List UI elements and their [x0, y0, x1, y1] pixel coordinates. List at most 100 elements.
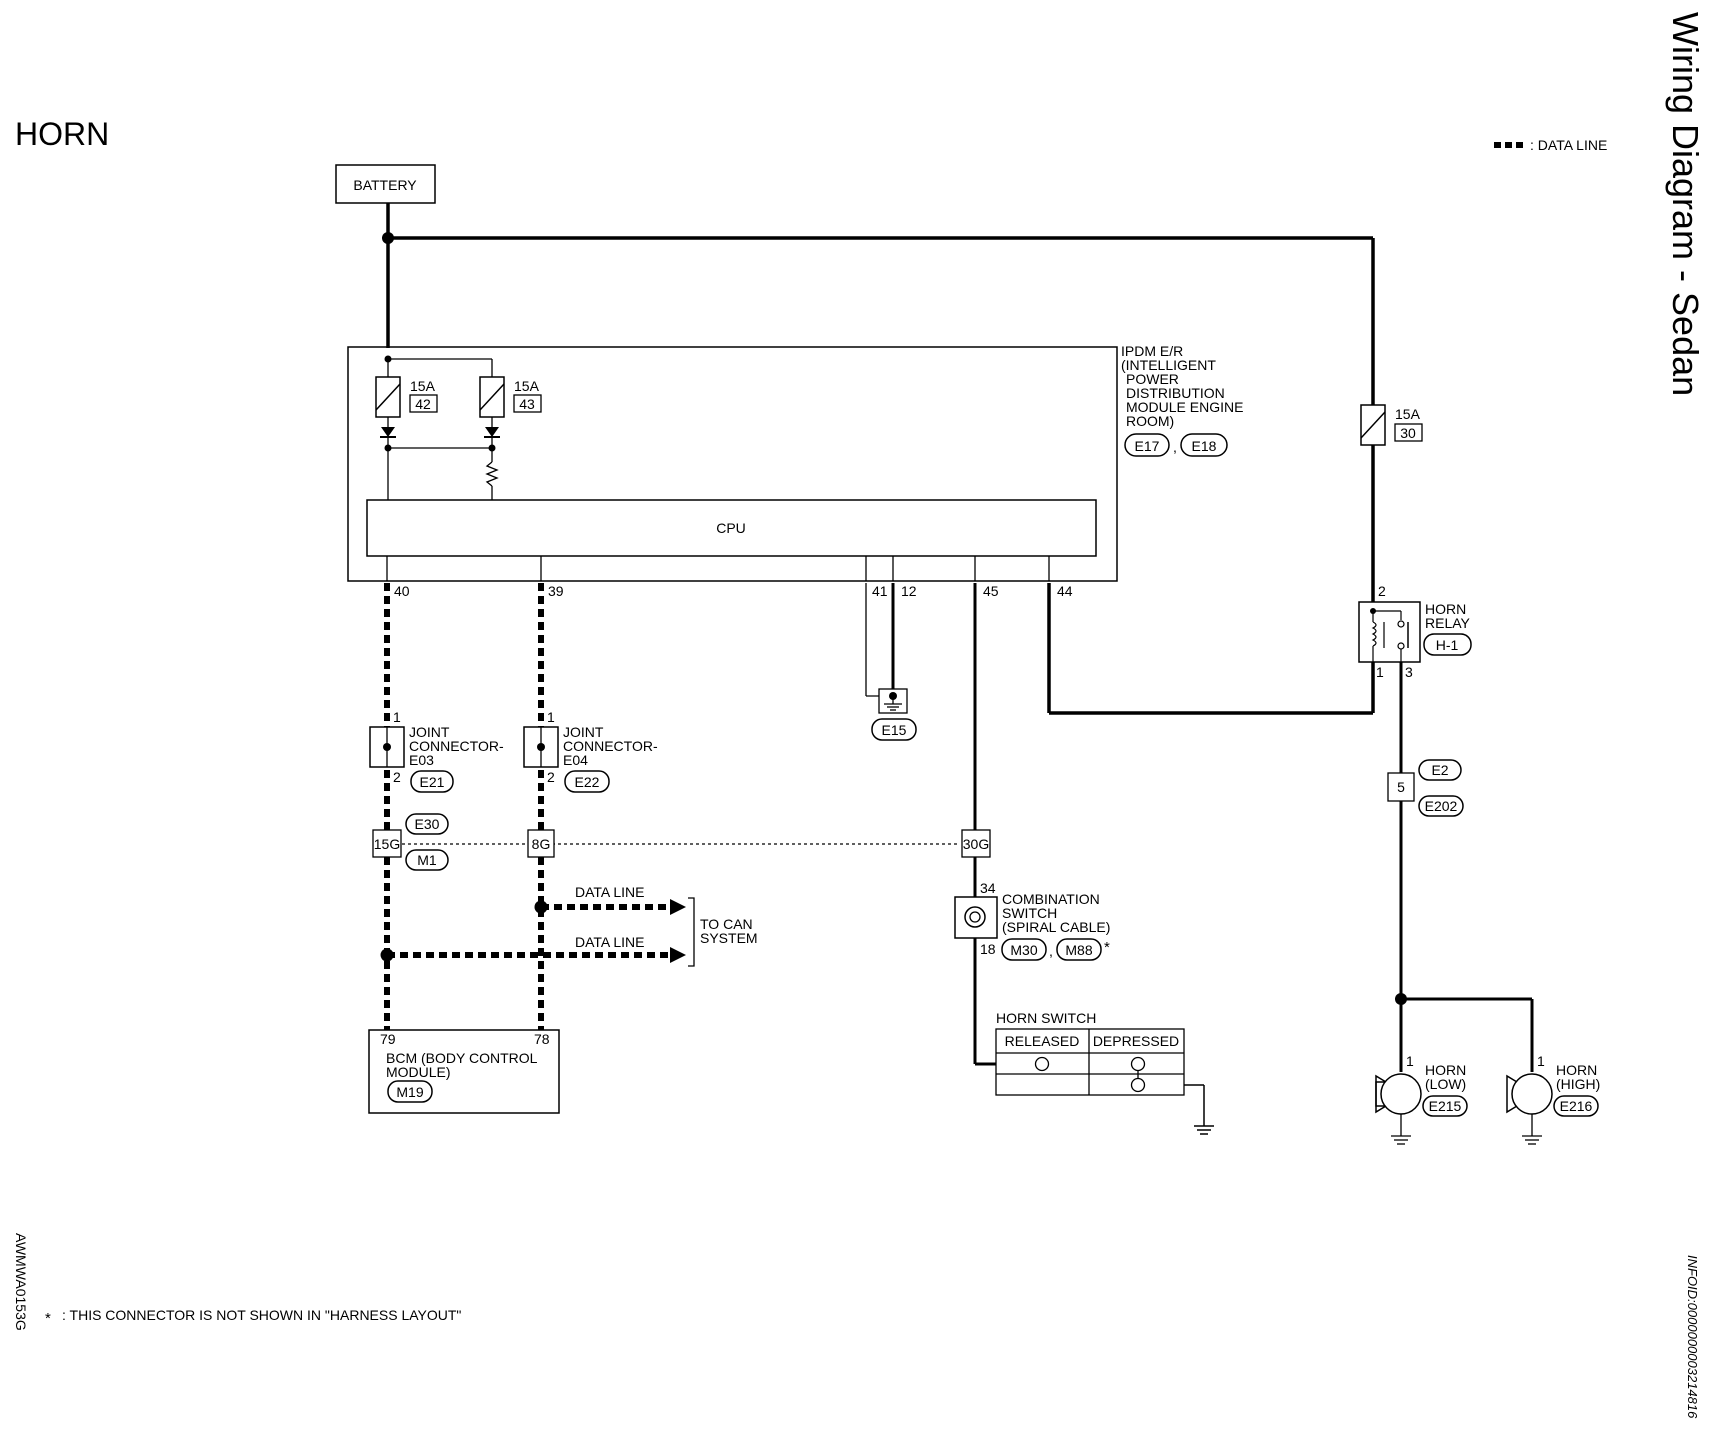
svg-text:5: 5 — [1397, 779, 1405, 795]
ipdm-connectors: E17 , E18 — [1124, 433, 1228, 457]
joint-connector-e04: 1 2 JOINT CONNECTOR- E04 E22 — [523, 709, 658, 793]
svg-text:30G: 30G — [963, 836, 989, 852]
ipdm-node — [384, 355, 392, 363]
joint-connector-e03: 1 2 JOINT CONNECTOR- E03 E21 — [369, 709, 504, 793]
ipdm-box — [347, 346, 1118, 582]
diode-43 — [484, 427, 500, 438]
svg-text:,: , — [1049, 943, 1053, 959]
svg-text:CONNECTOR-: CONNECTOR- — [563, 738, 658, 754]
svg-text:E03: E03 — [409, 752, 434, 768]
fuse-42: 15A 42 — [375, 376, 438, 418]
svg-text:45: 45 — [983, 583, 999, 599]
cpu-label: CPU — [716, 520, 746, 536]
svg-text:1: 1 — [1537, 1053, 1545, 1069]
svg-text:BCM (BODY CONTROL: BCM (BODY CONTROL — [386, 1050, 538, 1066]
svg-text:2: 2 — [547, 769, 555, 785]
cpu-box — [366, 499, 1097, 557]
spiral-cable-icon — [964, 906, 986, 928]
svg-text:DISTRIBUTION: DISTRIBUTION — [1126, 385, 1225, 401]
data-junction — [534, 900, 548, 914]
svg-text:M19: M19 — [396, 1084, 423, 1100]
svg-text:E22: E22 — [575, 774, 600, 790]
svg-text:41: 41 — [872, 583, 888, 599]
svg-text:12: 12 — [901, 583, 917, 599]
svg-text:*: * — [1104, 939, 1110, 956]
battery-junction — [382, 232, 394, 244]
horn-high: 1 HORN (HIGH) E216 — [1506, 1053, 1600, 1145]
can-system-label: TO CAN SYSTEM — [700, 916, 758, 946]
svg-text:79: 79 — [380, 1031, 396, 1047]
data-line-legend: : DATA LINE — [1494, 137, 1607, 153]
svg-text:TO CAN: TO CAN — [700, 916, 753, 932]
svg-text:15A: 15A — [1395, 406, 1421, 422]
fuse-30: 15A 30 — [1360, 404, 1423, 446]
svg-text:JOINT: JOINT — [409, 724, 450, 740]
relay-coil-wire — [1047, 583, 1375, 715]
svg-text:HORN: HORN — [1425, 601, 1466, 617]
svg-text:COMBINATION: COMBINATION — [1002, 891, 1100, 907]
svg-text:E2: E2 — [1431, 762, 1448, 778]
svg-text:M30: M30 — [1010, 942, 1037, 958]
horn-switch-ground — [1184, 1084, 1214, 1135]
horn-low: 1 HORN (LOW) E215 — [1375, 1053, 1468, 1145]
svg-text:E21: E21 — [420, 774, 445, 790]
data-line-label: DATA LINE — [575, 884, 645, 900]
ipdm-label: IPDM E/R (INTELLIGENT POWER DISTRIBUTION… — [1121, 343, 1243, 429]
svg-text:HORN: HORN — [1556, 1062, 1597, 1078]
combination-switch: 34 18 COMBINATION SWITCH (SPIRAL CABLE) … — [954, 880, 1110, 961]
horn-junction — [1395, 993, 1407, 1005]
svg-text:E30: E30 — [415, 816, 440, 832]
svg-text:1: 1 — [547, 709, 555, 725]
data-junction — [380, 948, 394, 962]
svg-text:15A: 15A — [410, 378, 436, 394]
side-title: Wiring Diagram - Sedan — [1665, 12, 1706, 396]
svg-text:: DATA LINE: : DATA LINE — [1530, 137, 1607, 153]
footnote-star: * — [45, 1310, 51, 1327]
svg-text:40: 40 — [394, 583, 410, 599]
svg-text:42: 42 — [415, 396, 431, 412]
info-id: INFOID:0000000003214816 — [1685, 1255, 1700, 1419]
svg-text:(INTELLIGENT: (INTELLIGENT — [1121, 357, 1216, 373]
svg-text:M88: M88 — [1065, 942, 1092, 958]
svg-text:18: 18 — [980, 941, 996, 957]
svg-text:1: 1 — [1406, 1053, 1414, 1069]
svg-text:JOINT: JOINT — [563, 724, 604, 740]
horn-relay: 2 1 3 HORN RELAY H-1 — [1358, 583, 1472, 680]
svg-text:43: 43 — [519, 396, 535, 412]
svg-text:1: 1 — [393, 709, 401, 725]
svg-text:(SPIRAL CABLE): (SPIRAL CABLE) — [1002, 919, 1110, 935]
horn-switch-wire — [973, 583, 996, 1066]
svg-text:78: 78 — [534, 1031, 550, 1047]
power-wires — [386, 203, 1375, 602]
svg-text:POWER: POWER — [1126, 371, 1179, 387]
svg-text:8G: 8G — [532, 836, 551, 852]
svg-text:HORN SWITCH: HORN SWITCH — [996, 1010, 1096, 1026]
battery-box — [335, 164, 436, 204]
svg-text:,: , — [1173, 439, 1177, 455]
horn-feed-wire — [1399, 662, 1534, 1072]
can-data-lines — [384, 583, 672, 1030]
data-line-label: DATA LINE — [575, 934, 645, 950]
svg-text:RELEASED: RELEASED — [1005, 1033, 1080, 1049]
page-title: HORN — [15, 116, 109, 152]
ipdm-node — [384, 444, 392, 452]
svg-text:E202: E202 — [1425, 798, 1458, 814]
arrow-right-icon — [670, 899, 686, 915]
svg-text:(LOW): (LOW) — [1425, 1076, 1466, 1092]
svg-text:H-1: H-1 — [1436, 637, 1459, 653]
horn-switch: HORN SWITCH RELEASED DEPRESSED — [995, 1010, 1185, 1096]
svg-text:E18: E18 — [1192, 438, 1217, 454]
figure-id: AWMWA0153G — [13, 1233, 29, 1331]
ipdm-pin-numbers: 40 39 41 12 45 44 — [394, 583, 1073, 599]
svg-text:3: 3 — [1405, 664, 1413, 680]
svg-text:CONNECTOR-: CONNECTOR- — [409, 738, 504, 754]
arrow-right-icon — [670, 947, 686, 963]
cpu-pin-lines — [386, 556, 1050, 581]
svg-text:E215: E215 — [1429, 1098, 1462, 1114]
footnote-text: : THIS CONNECTOR IS NOT SHOWN IN "HARNES… — [62, 1307, 461, 1323]
svg-text:44: 44 — [1057, 583, 1073, 599]
svg-text:2: 2 — [1378, 583, 1386, 599]
svg-text:HORN: HORN — [1425, 1062, 1466, 1078]
svg-text:15G: 15G — [374, 836, 400, 852]
